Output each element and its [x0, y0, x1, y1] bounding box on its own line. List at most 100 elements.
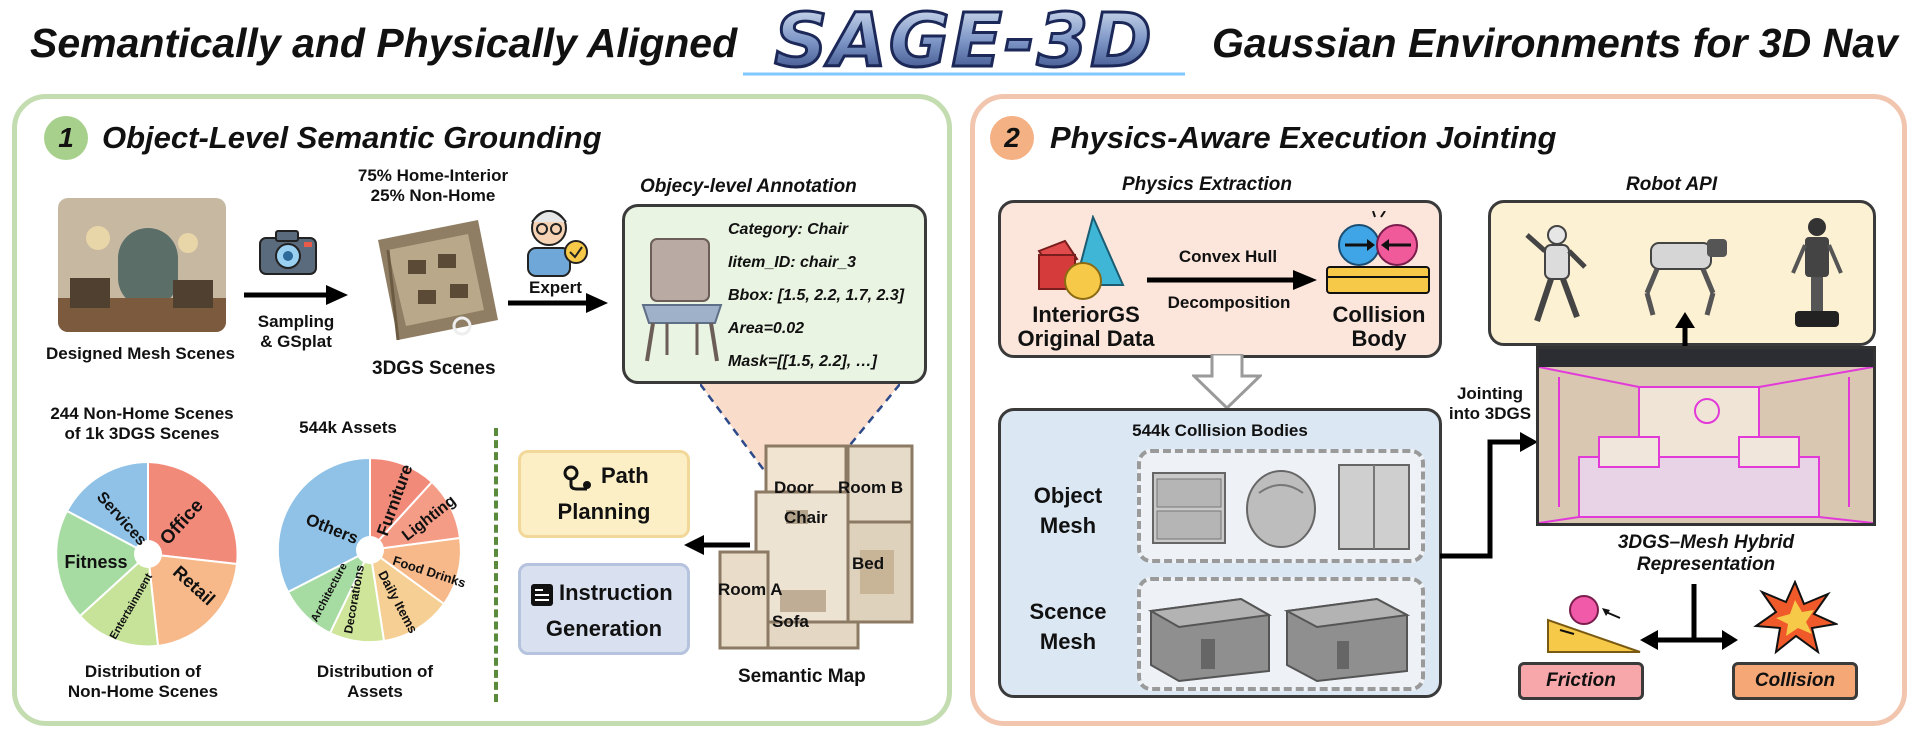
left-section-title: Object-Level Semantic Grounding: [102, 120, 602, 155]
pie-nonhome-top-label: 244 Non-Home Scenes of 1k 3DGS Scenes: [42, 404, 242, 444]
title-right: Gaussian Environments for 3D Nav: [1212, 20, 1898, 66]
physics-extraction-box: InteriorGS Original Data Convex Hull Dec…: [998, 200, 1442, 358]
friction-label: Friction: [1546, 670, 1616, 691]
hybrid-render-image: [1536, 346, 1876, 526]
convex-hull-arrow: [1147, 269, 1317, 296]
annotation-box: Category: Chair Iitem_ID: chair_3 Bbox: …: [622, 204, 927, 384]
hybrid-line2: Representation: [1636, 554, 1776, 575]
left-divider: [494, 428, 498, 702]
robot-api-title: Robot API: [1626, 174, 1718, 195]
path-planning-box: Path Planning: [518, 450, 690, 538]
hybrid-label: 3DGS–Mesh Hybrid Representation: [1536, 532, 1876, 576]
object-mesh-label: Object Mesh: [1013, 481, 1123, 541]
convex-hull-label: Convex Hull: [1178, 247, 1278, 266]
pie-nonhome-bottom-line1: Distribution of: [84, 662, 202, 681]
friction-tag: Friction: [1518, 662, 1644, 700]
jointing-arrow: [1440, 428, 1540, 569]
designed-mesh-image: [58, 198, 226, 332]
pie-nonhome-top-line2: of 1k 3DGS Scenes: [64, 424, 220, 443]
pie-assets-bottom-line1: Distribution of: [316, 662, 434, 681]
pie-assets-slice-food-drinks: [367, 536, 462, 606]
viewer-toolbar: [1539, 349, 1873, 367]
jointing-label: Jointing into 3DGS: [1440, 384, 1540, 424]
document-icon: [531, 584, 553, 606]
annotation-line-mask: Mask=[[1.5, 2.2], …]: [728, 353, 877, 370]
friction-collision-connector: [1638, 584, 1738, 689]
collision-bodies-title: 544k Collision Bodies: [1132, 421, 1308, 440]
path-planning-line1: Path: [601, 463, 649, 488]
badge-2: 2: [990, 116, 1034, 160]
collision-body-line1: Collision: [1332, 302, 1426, 327]
semantic-map-label: Semantic Map: [738, 666, 866, 687]
instruction-line2: Generation: [545, 616, 663, 641]
humanoid-robot-icon: [1521, 221, 1591, 336]
camera-icon: [258, 228, 318, 281]
pie-nonhome: Services Office Retail Entertainment Fit…: [50, 456, 246, 657]
shapes-icon: [1031, 213, 1137, 306]
annotation-line-category: Category: Chair: [728, 221, 849, 238]
pie-assets-slice-daily-items: [368, 547, 446, 643]
object-mesh-line2: Mesh: [1039, 513, 1097, 538]
split-label: 75% Home-Interior 25% Non-Home: [348, 166, 518, 206]
3dgs-scenes-image: [358, 210, 508, 355]
semantic-map: [716, 440, 916, 655]
right-panel: [970, 94, 1907, 726]
expert-label: Expert: [529, 278, 582, 297]
annotation-line-id: Iitem_ID: chair_3: [728, 254, 857, 271]
chair-icon: [637, 235, 727, 368]
right-section-title: Physics-Aware Execution Jointing: [1050, 120, 1557, 155]
pie-nonhome-svg: Services Office Retail Entertainment Fit…: [55, 460, 241, 648]
pie-assets-slice-others: [276, 456, 371, 594]
pie-assets-bottom-label: Distribution of Assets: [290, 662, 460, 702]
sampling-label-line2: & GSplat: [260, 332, 332, 351]
scene-mesh-frame: [1137, 577, 1425, 691]
physics-source-label: InteriorGS Original Data: [1001, 303, 1171, 351]
scene-mesh-line1: Scence: [1029, 599, 1107, 624]
scene-mesh-label: Scence Mesh: [1013, 597, 1123, 657]
annotation-title: Objecy-level Annotation: [640, 176, 857, 197]
pie-nonhome-label-fitness: Fitness: [64, 552, 127, 572]
map-room-a: Room A: [718, 580, 783, 599]
collision-tag: Collision: [1732, 662, 1858, 700]
quadruped-robot-icon: [1637, 229, 1733, 326]
decomposition-label: Decomposition: [1167, 293, 1291, 312]
robot-api-box: [1488, 200, 1876, 346]
collision-burst-icon: [1752, 579, 1840, 661]
object-mesh-line1: Object: [1033, 483, 1103, 508]
object-mesh-frame: [1137, 449, 1425, 563]
instruction-line1: Instruction: [559, 580, 673, 605]
annotation-line-area: Area=0.02: [728, 320, 805, 337]
collision-body-line2: Body: [1351, 326, 1407, 351]
pie-nonhome-bottom-label: Distribution of Non-Home Scenes: [48, 662, 238, 702]
3dgs-scenes-label: 3DGS Scenes: [372, 358, 496, 379]
map-room-chair: Chair: [784, 508, 828, 527]
sage3d-logo: SAGE-3D: [733, 0, 1195, 86]
route-icon: [563, 465, 593, 496]
map-arrow: [684, 534, 750, 561]
pie-nonhome-bottom-line2: Non-Home Scenes: [67, 682, 219, 701]
left-panel: [12, 94, 952, 726]
jointing-line2: into 3DGS: [1448, 404, 1532, 423]
wheeled-robot-icon: [1783, 215, 1853, 340]
sampling-label-line1: Sampling: [257, 312, 335, 331]
pie-assets-bottom-line2: Assets: [347, 682, 403, 701]
collision-body-icon: [1323, 210, 1433, 302]
path-planning-line2: Planning: [557, 499, 651, 524]
expert-icon: [520, 202, 590, 283]
friction-icon: [1544, 584, 1644, 661]
split-label-line2: 25% Non-Home: [370, 186, 496, 205]
split-label-line1: 75% Home-Interior: [357, 166, 509, 185]
map-room-door: Door: [774, 478, 814, 497]
hollow-down-arrow: [1190, 352, 1264, 415]
map-room-bed: Bed: [852, 554, 885, 573]
title-left: Semantically and Physically Aligned: [30, 20, 738, 66]
pie-assets: Furniture Lighting Food Drinks Daily Ite…: [272, 452, 468, 653]
collision-label: Collision: [1754, 670, 1836, 691]
logo-text: SAGE-3D: [774, 0, 1153, 80]
badge-1: 1: [44, 116, 88, 160]
designed-mesh-label: Designed Mesh Scenes: [46, 344, 235, 363]
annotation-line-bbox: Bbox: [1.5, 2.2, 1.7, 2.3]: [728, 287, 905, 304]
physics-extraction-title: Physics Extraction: [1122, 174, 1293, 195]
hybrid-line1: 3DGS–Mesh Hybrid: [1617, 532, 1795, 553]
pie-assets-top-label: 544k Assets: [299, 418, 397, 437]
